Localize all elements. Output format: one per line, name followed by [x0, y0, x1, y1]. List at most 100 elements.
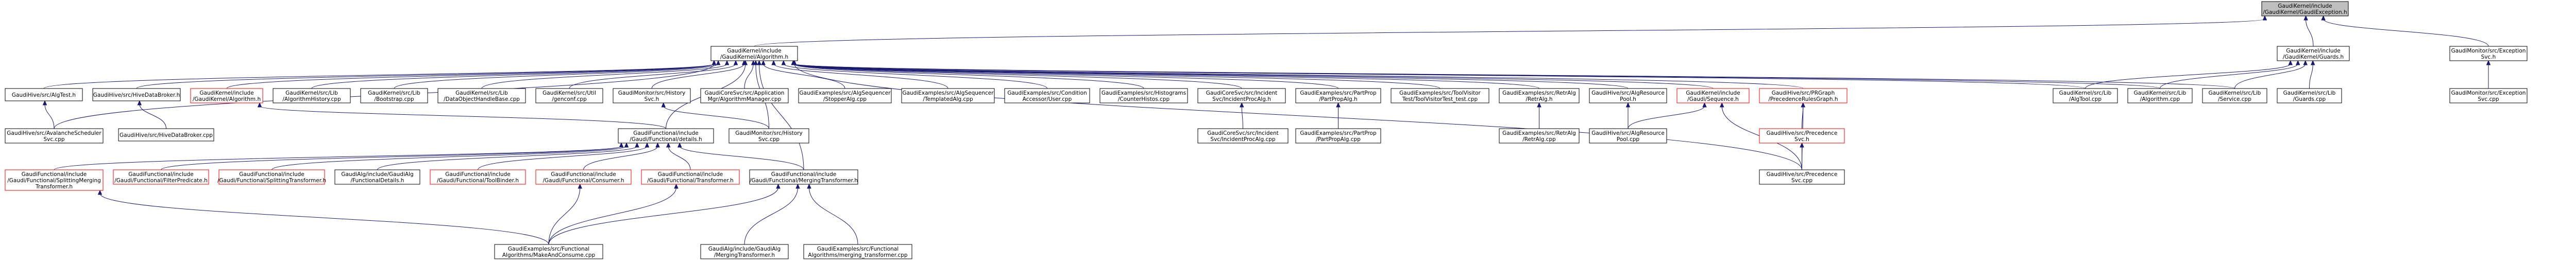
node-templated[interactable]: GaudiExamples/src/AlgSequencer/Templated… — [901, 88, 995, 103]
node-kalgfn[interactable]: GaudiKernel/include/GaudiKernel/Algorith… — [190, 88, 263, 103]
node-fmerging[interactable]: GaudiFunctional/include/Gaudi/Functional… — [749, 169, 858, 185]
node-label-line: GaudiFunctional/include — [771, 171, 836, 178]
node-label-line: /PrecedenceRulesGraph.h — [1768, 96, 1838, 102]
node-stopper[interactable]: GaudiExamples/src/AlgSequencer/StopperAl… — [798, 88, 892, 103]
node-label-line: GaudiKernel/src/Lib — [455, 90, 508, 96]
node-label-line: GaudiKernel/include — [1686, 90, 1740, 96]
node-fdetails[interactable]: GaudiFunctional/include/Gaudi/Functional… — [618, 128, 714, 144]
edge-templated-to-alg — [771, 60, 948, 89]
node-label-line: GaudiExamples/src/Functional — [508, 246, 589, 252]
node-algtoolcpp[interactable]: GaudiKernel/src/Lib/AlgTool.cpp — [2053, 88, 2118, 103]
edge-avalanche-to-hivetest — [42, 100, 55, 129]
node-box — [1499, 88, 1580, 103]
node-genconf[interactable]: GaudiKernel/src/Util/genconf.cpp — [535, 88, 603, 103]
node-label-line: GaudiCoreSvc/src/Incident — [1207, 130, 1279, 136]
node-label-line: /AlgorithmHistory.cpp — [282, 96, 341, 102]
node-exc: GaudiKernel/include/GaudiKernel/GaudiExc… — [2261, 1, 2349, 16]
node-fsplitmerge[interactable]: GaudiFunctional/include/Gaudi/Functional… — [5, 169, 104, 191]
node-algcpp[interactable]: GaudiKernel/src/Lib/AlgorithmHistory.cpp — [273, 88, 351, 103]
edge-hivedb-to-alg — [136, 60, 717, 89]
node-ftransformer[interactable]: GaudiFunctional/include/Gaudi/Functional… — [641, 169, 740, 185]
node-label-line: GaudiExamples/src/Histograms — [1101, 90, 1186, 96]
node-label-line: Svc.h — [1794, 136, 1809, 143]
node-hivetest[interactable]: GaudiHive/src/AlgTest.h — [5, 88, 83, 101]
node-label-line: /Algorithm.cpp — [2140, 96, 2180, 102]
node-makeconsume[interactable]: GaudiExamples/src/FunctionalAlgorithms/M… — [494, 244, 603, 259]
node-condacc[interactable]: GaudiExamples/src/ConditionAccessor/User… — [1004, 88, 1090, 103]
edge-hiverescpp-to-kseq — [1628, 102, 1707, 129]
node-label-line: Svc.cpp — [1791, 178, 1812, 184]
node-label-line: GaudiKernel/include — [2278, 3, 2332, 9]
node-retralgcpp[interactable]: GaudiExamples/src/RetrAlg/RetrAlg.cpp — [1499, 128, 1580, 144]
node-box — [2277, 88, 2342, 103]
node-box — [710, 46, 798, 61]
node-incsvccpp[interactable]: GaudiCoreSvc/src/IncidentSvc/IncidentPro… — [1197, 128, 1289, 144]
node-box — [218, 169, 325, 185]
edge-guards-to-exc — [2303, 15, 2314, 47]
node-counters[interactable]: GaudiExamples/src/Histograms/CounterHist… — [1099, 88, 1188, 103]
node-hivedbcpp[interactable]: GaudiHive/src/HiveDataBroker.cpp — [118, 128, 214, 142]
node-guards[interactable]: GaudiKernel/include/GaudiKernel/Guards.h — [2277, 46, 2350, 61]
edge-bootstrap-to-alg — [394, 60, 721, 89]
node-prgraph[interactable]: GaudiHive/src/PRGraph/PrecedenceRulesGra… — [1759, 88, 1848, 103]
node-alg[interactable]: GaudiKernel/include/GaudiKernel/Algorith… — [710, 46, 798, 61]
node-box — [5, 128, 104, 144]
node-dohb[interactable]: GaudiKernel/src/Lib/DataObjectHandleBase… — [437, 88, 526, 103]
node-box — [1295, 128, 1381, 144]
node-label-line: /Gaudi/Functional/SplittingMerging — [7, 178, 101, 184]
node-label-line: /Gaudi/Functional/MergingTransformer.h — [750, 178, 858, 184]
node-mergingcpp[interactable]: GaudiExamples/src/FunctionalAlgorithms/m… — [803, 244, 912, 259]
node-partprop[interactable]: GaudiExamples/src/PartProp/PartPropAlg.h — [1295, 88, 1381, 103]
node-galgmerging[interactable]: GaudiAlg/include/GaudiAlg/MergingTransfo… — [700, 244, 789, 259]
node-kseq[interactable]: GaudiKernel/include/Gaudi/Sequence.h — [1676, 88, 1750, 103]
node-label-line: GaudiExamples/src/AlgSequencer — [902, 90, 994, 96]
node-toolvisitor[interactable]: GaudiExamples/src/ToolVisitorTest/ToolVi… — [1391, 88, 1489, 103]
node-box — [1004, 88, 1090, 103]
node-bootstrap[interactable]: GaudiKernel/src/Lib/Bootstrap.cpp — [360, 88, 428, 103]
node-box — [700, 88, 789, 103]
node-label-line: /FunctionalDetails.h — [351, 178, 404, 184]
node-box — [2449, 88, 2528, 103]
node-box — [535, 88, 603, 103]
node-incsvch[interactable]: GaudiCoreSvc/src/IncidentSvc/IncidentPro… — [1197, 88, 1286, 103]
node-label-line: Svc.cpp — [2478, 96, 2499, 102]
node-label-line: GaudiKernel/include — [2286, 48, 2340, 54]
node-fsplit[interactable]: GaudiFunctional/include/Gaudi/Functional… — [217, 169, 326, 185]
edge-makeconsume-to-fsplitmerge — [97, 189, 549, 245]
node-servicecpp[interactable]: GaudiKernel/src/Lib/Service.cpp — [2202, 88, 2267, 103]
edge-condacc-to-alg — [781, 60, 1047, 89]
node-hivedb[interactable]: GaudiHive/src/HiveDataBroker.h — [92, 88, 181, 101]
edge-fsplitmerge-to-fdetails — [54, 142, 624, 170]
node-fconsumer[interactable]: GaudiFunctional/include/Gaudi/Functional… — [535, 169, 632, 185]
node-appmgr[interactable]: GaudiCoreSvc/src/ApplicationMgr/Algorith… — [700, 88, 789, 103]
node-label-line: GaudiKernel/src/Lib — [2059, 90, 2112, 96]
node-label-line: /Gaudi/Functional/details.h — [630, 136, 702, 143]
node-label-line: /Gaudi/Functional/Consumer.h — [543, 178, 624, 184]
node-box — [5, 88, 83, 101]
node-label-line: GaudiHive/src/Precedence — [1767, 171, 1838, 178]
node-galgdetails[interactable]: GaudiAlg/include/GaudiAlg/FunctionalDeta… — [334, 169, 420, 185]
node-box — [901, 88, 995, 103]
node-ffilter[interactable]: GaudiFunctional/include/Gaudi/Functional… — [113, 169, 209, 185]
node-label-line: GaudiFunctional/include — [239, 171, 304, 178]
node-algorcpp[interactable]: GaudiKernel/src/Lib/Algorithm.cpp — [2127, 88, 2193, 103]
node-label-line: Accessor/User.cpp — [1023, 96, 1072, 102]
node-label-line: GaudiFunctional/include — [658, 171, 723, 178]
node-retralg[interactable]: GaudiExamples/src/RetrAlg/RetrAlg.h — [1499, 88, 1580, 103]
node-label-line: GaudiMonitor/src/Exception — [2451, 48, 2526, 54]
node-partpropcpp[interactable]: GaudiExamples/src/PartProp/PartPropAlg.c… — [1295, 128, 1381, 144]
node-guardscpp[interactable]: GaudiKernel/src/Lib/Guards.cpp — [2277, 88, 2342, 103]
node-label-line: GaudiKernel/include — [727, 48, 781, 54]
node-label-line: GaudiHive/src/AlgResource — [1591, 90, 1665, 96]
node-ftoolbinder[interactable]: GaudiFunctional/include/Gaudi/Functional… — [430, 169, 526, 185]
